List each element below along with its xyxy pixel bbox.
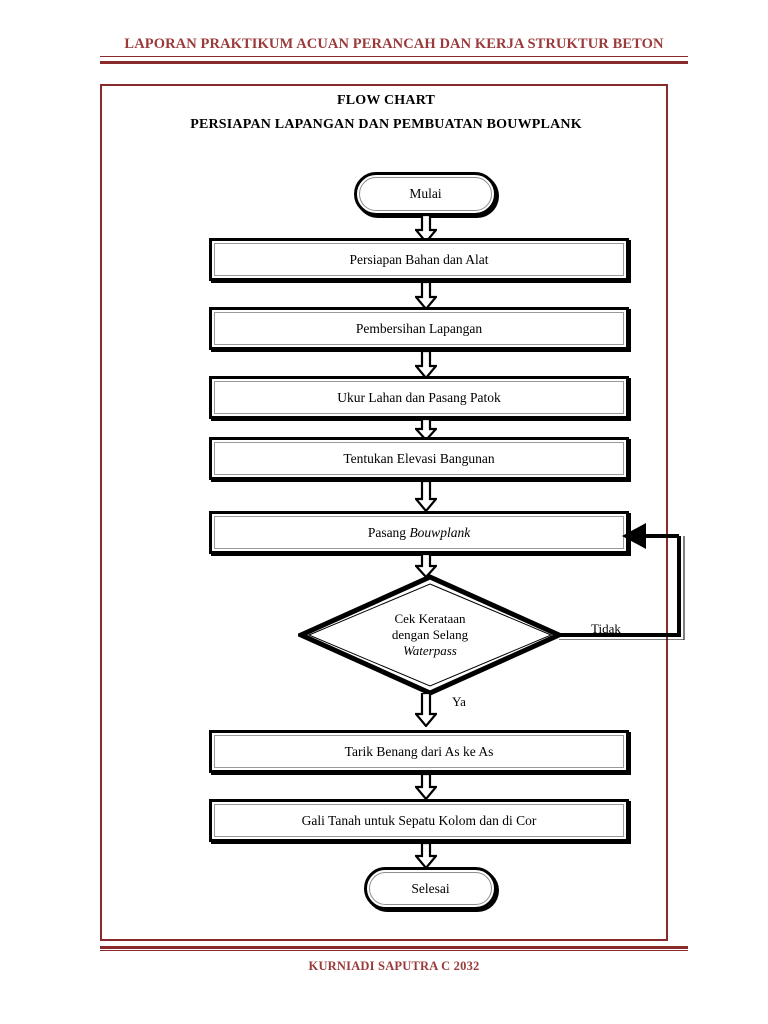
node-decision-cek-kerataan[interactable]: Cek Kerataan dengan Selang Waterpass xyxy=(298,574,562,696)
header-rule-thin xyxy=(100,56,688,60)
node-end-inner: Selesai xyxy=(369,872,492,905)
node-p5-label: Pasang Bouwplank xyxy=(368,525,470,541)
node-start-label: Mulai xyxy=(409,186,442,201)
header-title: LAPORAN PRAKTIKUM ACUAN PERANCAH DAN KER… xyxy=(124,36,664,52)
node-p2-inner: Pembersihan Lapangan xyxy=(214,312,624,345)
node-p1-inner: Persiapan Bahan dan Alat xyxy=(214,243,624,276)
node-pasang-bouwplank[interactable]: Pasang Bouwplank xyxy=(209,511,629,554)
node-p5-label-plain: Pasang xyxy=(367,524,410,540)
footer-author: KURNIADI SAPUTRA C 2032 xyxy=(308,959,480,973)
node-p7-inner: Gali Tanah untuk Sepatu Kolom dan di Cor xyxy=(214,804,624,837)
edge-label-tidak: Tidak xyxy=(591,621,621,636)
node-p3-label: Ukur Lahan dan Pasang Patok xyxy=(337,389,501,405)
node-gali-tanah-sepatu-kolom[interactable]: Gali Tanah untuk Sepatu Kolom dan di Cor xyxy=(209,799,629,842)
document-header: LAPORAN PRAKTIKUM ACUAN PERANCAH DAN KER… xyxy=(100,36,688,64)
node-start-inner: Mulai xyxy=(359,177,492,211)
node-p4-label: Tentukan Elevasi Bangunan xyxy=(343,450,495,466)
arrow-start-to-p1 xyxy=(415,215,437,243)
flowchart-title-line1: FLOW CHART xyxy=(336,93,436,108)
node-p1-label: Persiapan Bahan dan Alat xyxy=(349,251,489,267)
header-rule-thick xyxy=(100,61,688,64)
arrow-p5-to-decision xyxy=(415,554,437,578)
node-tarik-benang-dari-as-ke-as[interactable]: Tarik Benang dari As ke As xyxy=(209,730,629,773)
node-p5-label-italic: Bouwplank xyxy=(409,524,471,540)
node-p5-inner: Pasang Bouwplank xyxy=(214,516,624,549)
node-p7-label: Gali Tanah untuk Sepatu Kolom dan di Cor xyxy=(301,812,537,828)
arrow-p6-to-p7 xyxy=(415,774,437,800)
footer-rule-thick xyxy=(100,946,688,949)
arrow-p2-to-p3 xyxy=(415,351,437,379)
node-p6-inner: Tarik Benang dari As ke As xyxy=(214,735,624,768)
arrow-p3-to-p4 xyxy=(415,419,437,441)
document-footer: KURNIADI SAPUTRA C 2032 xyxy=(100,946,688,974)
node-p6-label: Tarik Benang dari As ke As xyxy=(344,743,494,759)
arrow-decision-to-p6 xyxy=(415,693,437,727)
node-p2-label: Pembersihan Lapangan xyxy=(355,320,483,336)
flowchart-title-line2: PERSIAPAN LAPANGAN DAN PEMBUATAN BOUWPLA… xyxy=(190,117,582,132)
arrow-p4-to-p5 xyxy=(415,481,437,512)
node-start[interactable]: Mulai xyxy=(354,172,497,216)
node-end-label: Selesai xyxy=(411,880,450,896)
node-p4-inner: Tentukan Elevasi Bangunan xyxy=(214,442,624,475)
footer-rule-thin xyxy=(100,950,688,951)
arrow-p1-to-p2 xyxy=(415,282,437,310)
arrow-p7-to-end xyxy=(415,843,437,869)
edge-label-ya: Ya xyxy=(452,694,466,709)
node-persiapan-bahan-dan-alat[interactable]: Persiapan Bahan dan Alat xyxy=(209,238,629,281)
node-ukur-lahan-dan-pasang-patok[interactable]: Ukur Lahan dan Pasang Patok xyxy=(209,376,629,419)
node-tentukan-elevasi-bangunan[interactable]: Tentukan Elevasi Bangunan xyxy=(209,437,629,480)
page-content-frame: FLOW CHART PERSIAPAN LAPANGAN DAN PEMBUA… xyxy=(100,84,685,943)
node-end[interactable]: Selesai xyxy=(364,867,497,910)
flowchart-canvas: Mulai Persiapan Bahan dan Alat Pembersih… xyxy=(102,86,685,943)
node-p3-inner: Ukur Lahan dan Pasang Patok xyxy=(214,381,624,414)
node-pembersihan-lapangan[interactable]: Pembersihan Lapangan xyxy=(209,307,629,350)
loop-tidak-to-pasang-bouwplank xyxy=(554,522,689,640)
